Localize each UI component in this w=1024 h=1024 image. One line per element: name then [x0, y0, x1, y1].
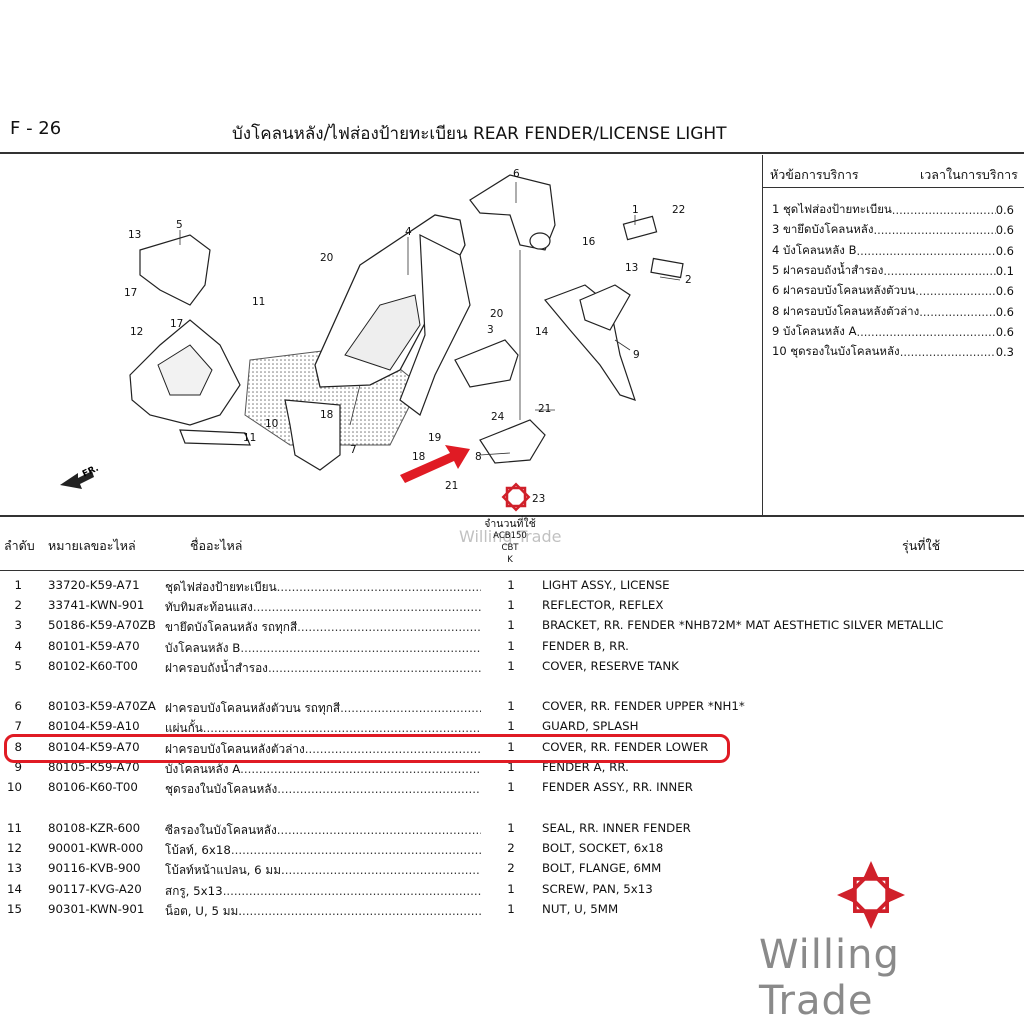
part-11-seal: [179, 429, 251, 446]
callout-12a: 11: [252, 296, 265, 308]
header-divider: [0, 152, 1024, 154]
part-1-license-light: [622, 215, 658, 241]
callout-17b: 17: [170, 318, 183, 330]
col-header-model: รุ่นที่ใช้: [902, 538, 941, 553]
callout-9: 9: [633, 349, 640, 361]
service-item: 10 ชุดรองในบังโคลนหลัง0.3: [772, 342, 1014, 362]
table-header-divider: [0, 570, 1024, 571]
callout-11: 11: [243, 432, 256, 444]
table-row: 233741-KWN-901ทับทิมสะท้อนแสง1REFLECTOR,…: [0, 596, 1024, 616]
col-header-qty: จำนวนที่ใช้ ACB150 CBT K: [484, 518, 536, 565]
page-code: F - 26: [10, 118, 62, 139]
table-row: 1080106-K60-T00ชุดรองในบังโคลนหลัง1FENDE…: [0, 778, 1024, 798]
red-arrow-icon: [400, 445, 470, 483]
service-list: 1 ชุดไฟส่องป้ายทะเบียน0.6 3 ขายึดบังโคลน…: [772, 200, 1014, 362]
part-5-cover-reserve-tank: [139, 234, 211, 306]
table-row: 133720-K59-A71ชุดไฟส่องป้ายทะเบียน1LIGHT…: [0, 576, 1024, 596]
callout-12b: 12: [130, 326, 143, 338]
service-item: 1 ชุดไฟส่องป้ายทะเบียน0.6: [772, 200, 1014, 220]
col-header-part-no: หมายเลขอะไหล่: [48, 538, 136, 553]
exploded-parts-diagram: FR. 6 5 13 4 20 1 22 16 13 2 17 11 17 12…: [60, 168, 692, 512]
table-row: 1180108-KZR-600ซีลรองในบังโคลนหลัง1SEAL,…: [0, 819, 1024, 839]
service-panel-divider: [762, 155, 763, 515]
callout-8: 8: [475, 451, 482, 463]
callout-19: 19: [428, 432, 441, 444]
service-header-right: เวลาในการบริการ: [920, 167, 1018, 182]
callout-21a: 21: [538, 403, 551, 415]
page-title: บังโคลนหลัง/ไฟส่องป้ายทะเบียน REAR FENDE…: [232, 124, 727, 144]
callout-5: 5: [176, 219, 183, 231]
callout-20a: 20: [320, 252, 333, 264]
callout-18b: 18: [412, 451, 425, 463]
callout-1: 1: [632, 204, 639, 216]
callout-10: 10: [265, 418, 278, 430]
callout-3: 3: [487, 324, 494, 336]
col-header-index: ลำดับ: [4, 538, 35, 553]
callout-20b: 20: [490, 308, 503, 320]
brand-logo-icon: [837, 861, 905, 929]
callout-24: 24: [491, 411, 505, 423]
service-item: 6 ฝาครอบบังโคลนหลังตัวบน0.6: [772, 281, 1014, 301]
part-7-guard-splash: [284, 399, 341, 471]
callout-2: 2: [685, 274, 692, 286]
service-header-left: หัวข้อการบริการ: [770, 167, 859, 182]
callout-13: 13: [625, 262, 638, 274]
table-top-divider: [0, 515, 1024, 517]
table-row-highlighted: 880104-K59-A70ฝาครอบบังโคลนหลังตัวล่าง1C…: [0, 738, 1024, 758]
service-item: 4 บังโคลนหลัง B0.6: [772, 241, 1014, 261]
callout-23: 23: [532, 493, 545, 505]
part-6-cover-upper: [469, 174, 556, 251]
service-header-divider: [762, 187, 1024, 188]
callout-21b: 21: [445, 480, 458, 492]
callout-18a: 18: [320, 409, 333, 421]
callout-15: 14: [535, 326, 549, 338]
row-highlight-box: [4, 734, 730, 763]
part-2-reflector: [650, 257, 684, 279]
part-8-cover-lower: [454, 339, 519, 388]
watermark-logo: [501, 482, 531, 512]
callout-14: 13: [128, 229, 141, 241]
watermark-text: Willing Trade: [459, 527, 562, 546]
callout-7: 7: [350, 444, 357, 456]
part-9-fender-a: [543, 284, 636, 401]
callout-22: 22: [672, 204, 685, 216]
service-item: 9 บังโคลนหลัง A0.6: [772, 322, 1014, 342]
service-item: 5 ฝาครอบถังน้ำสำรอง0.1: [772, 261, 1014, 281]
col-header-name: ชื่ออะไหล่: [190, 538, 243, 553]
brand-name: Willing Trade: [759, 932, 900, 1024]
callout-16: 16: [582, 236, 596, 248]
callout-6: 6: [513, 168, 520, 180]
front-arrow-icon: [60, 471, 94, 489]
service-item: 3 ขายึดบังโคลนหลัง0.6: [772, 220, 1014, 240]
service-item: 8 ฝาครอบบังโคลนหลังตัวล่าง0.6: [772, 301, 1014, 321]
callout-4: 4: [405, 226, 412, 238]
part-3-bracket: [579, 284, 631, 331]
callout-17a: 17: [124, 287, 137, 299]
